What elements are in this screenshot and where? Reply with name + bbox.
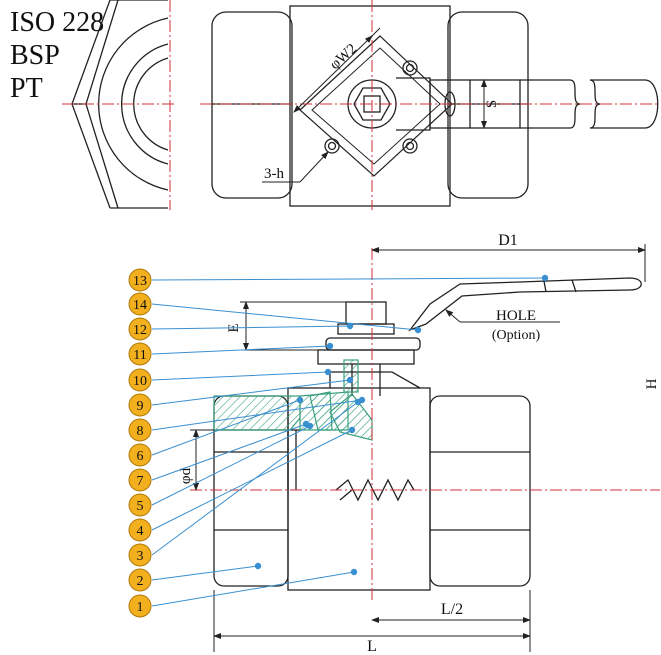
callout-leader [151, 379, 351, 406]
balloon-number: 5 [137, 499, 144, 514]
balloon-circle [128, 468, 152, 492]
callout-leader [151, 571, 355, 607]
hex-centerlines [62, 0, 176, 210]
callout-balloon: 9 [128, 393, 152, 417]
callout-target-dot [354, 398, 362, 406]
callout-leader [151, 303, 419, 331]
dim-d [190, 429, 214, 491]
dim-l-label: L [367, 638, 377, 655]
callout-target-dot [348, 426, 356, 434]
dim-3h [262, 151, 329, 183]
balloon-circle [128, 393, 152, 417]
callout-leader [151, 401, 359, 556]
balloon-number: 9 [137, 399, 144, 414]
hole-label: HOLE [496, 308, 536, 324]
dim-w2-label: φW2 [327, 41, 360, 73]
callout-leader [151, 399, 301, 456]
callout-leader [151, 425, 311, 506]
standard-pt: PT [10, 73, 43, 104]
callout-leader [151, 371, 329, 381]
callout-balloon: 5 [128, 493, 152, 517]
balloon-number: 1 [137, 600, 144, 615]
balloon-circle [128, 418, 152, 442]
dim-s-label: S [484, 100, 500, 108]
callout-leader [151, 399, 363, 431]
callout-leader [151, 565, 259, 581]
callout-balloon: 6 [128, 443, 152, 467]
dim-h-label: H [644, 378, 660, 389]
balloon-circle [128, 292, 152, 316]
callout-target-dot [541, 274, 549, 282]
callout-leader [151, 345, 331, 355]
balloon-circle [128, 268, 152, 292]
callout-leaders [151, 274, 549, 607]
callout-balloon: 10 [128, 368, 152, 392]
dim-s [470, 79, 490, 129]
balloon-circle [128, 568, 152, 592]
balloon-number: 12 [133, 323, 147, 338]
callout-balloon: 2 [128, 568, 152, 592]
section-centerlines [190, 248, 660, 600]
callout-target-dot [296, 396, 304, 404]
dim-d1 [371, 244, 646, 282]
balloon-circle [128, 317, 152, 341]
balloon-number: 7 [137, 474, 144, 489]
callout-target-dot [326, 342, 334, 350]
balloon-number: 13 [133, 274, 147, 289]
callout-target-dot [414, 326, 422, 334]
section-view [213, 277, 642, 591]
callout-target-dot [254, 562, 262, 570]
balloon-circle [128, 368, 152, 392]
balloon-number: 10 [133, 374, 147, 389]
dim-l2 [371, 590, 531, 652]
dim-3h-label: 3-h [264, 166, 284, 182]
dim-l2-label: L/2 [441, 601, 463, 618]
dim-e [240, 301, 350, 351]
dim-w2 [293, 27, 381, 113]
balloon-circle [128, 594, 152, 618]
hole-option-label: (Option) [492, 328, 541, 343]
balloon-circle [128, 493, 152, 517]
callout-balloon: 1 [128, 594, 152, 618]
balloon-circle [128, 443, 152, 467]
hole-leader [445, 309, 560, 323]
balloon-circle [128, 543, 152, 567]
callout-balloon: 14 [128, 292, 152, 316]
callout-target-dot [350, 568, 358, 576]
balloon-number: 3 [137, 549, 144, 564]
standard-bsp: BSP [10, 40, 60, 71]
callout-leader [151, 429, 353, 531]
callout-target-dot [346, 376, 354, 384]
dim-d-label: φd [178, 467, 194, 484]
callout-balloon: 13 [128, 268, 152, 292]
callout-balloons: 13 14 12 11 10 9 8 6 7 5 4 3 2 1 [128, 268, 152, 618]
callout-balloon: 12 [128, 317, 152, 341]
callout-target-dot [306, 422, 314, 430]
callout-balloon: 4 [128, 518, 152, 542]
callout-balloon: 8 [128, 418, 152, 442]
balloon-number: 6 [137, 449, 144, 464]
balloon-circle [128, 518, 152, 542]
callout-balloon: 3 [128, 543, 152, 567]
standard-iso228: ISO 228 [10, 7, 105, 38]
callout-leader [151, 325, 351, 330]
callout-target-dot [324, 368, 332, 376]
dim-d1-label: D1 [498, 232, 518, 249]
callout-leader [151, 423, 307, 481]
dim-l [213, 590, 531, 652]
balloon-number: 11 [133, 348, 146, 363]
balloon-circle [128, 342, 152, 366]
balloon-number: 14 [133, 298, 147, 313]
balloon-number: 2 [137, 574, 144, 589]
callout-balloon: 7 [128, 468, 152, 492]
callout-leader [151, 277, 546, 281]
balloon-number: 4 [137, 524, 144, 539]
section-hatching [213, 359, 373, 441]
callout-balloon: 11 [128, 342, 152, 366]
callout-target-dot [346, 322, 354, 330]
balloon-number: 8 [137, 424, 144, 439]
